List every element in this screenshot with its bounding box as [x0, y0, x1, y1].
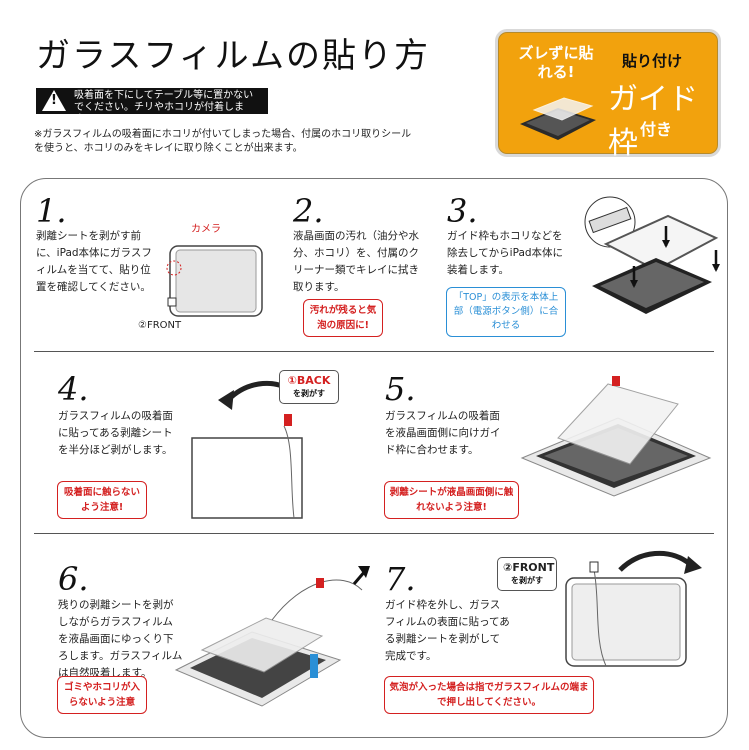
step-3-number: 3.	[447, 192, 478, 230]
step-1-text: 剥離シートを剥がす前に、iPad本体にガラスフィルムを当てて、貼り位置を確認して…	[36, 230, 152, 293]
camera-label: カメラ	[191, 224, 221, 235]
step-1-number: 1.	[36, 192, 67, 230]
badge-left-text: ズレずに貼れる!	[518, 44, 594, 81]
step-4-warning: 吸着面に触らないよう注意!	[57, 481, 147, 519]
warning-text: 吸着面を下にしてテーブル等に置かないでください。チリやホコリが付着します。	[74, 90, 254, 125]
step-5-number: 5.	[385, 370, 416, 408]
front-callout: ②FRONT を剥がす	[497, 557, 557, 591]
guide-frame-badge: ズレずに貼れる! 貼り付け ガイド枠 付き	[495, 29, 721, 161]
front-callout-main: ②FRONT	[503, 561, 555, 574]
step-5-warning: 剥離シートが液晶画面側に触れないよう注意!	[384, 481, 519, 519]
step-3-illustration	[584, 196, 720, 314]
step-5-illustration	[520, 376, 712, 497]
step-1-illustration	[166, 245, 263, 317]
step-4-text: ガラスフィルムの吸着面に貼ってある剥離シートを半分ほど剥がします。	[58, 410, 173, 456]
step-7-illustration	[565, 550, 702, 667]
front-label: ②FRONT	[138, 320, 182, 331]
page-title: ガラスフィルムの貼り方	[36, 36, 430, 76]
step-6-illustration	[174, 566, 370, 707]
step-2-warning: 汚れが残ると気泡の原因に!	[303, 299, 383, 337]
warning-icon: !	[42, 90, 66, 111]
step-5-text: ガラスフィルムの吸着面を液晶画面側に向けガイド枠に合わせます。	[385, 410, 501, 456]
badge-top-text: 貼り付け	[622, 52, 683, 70]
front-callout-sub: を剥がす	[511, 576, 543, 585]
back-callout: ①BACK を剥がす	[279, 370, 339, 404]
row-divider	[34, 351, 714, 352]
badge-main-text: ガイド枠	[608, 82, 698, 161]
warning-banner: ! 吸着面を下にしてテーブル等に置かないでください。チリやホコリが付着します。	[36, 88, 268, 125]
step-4-illustration	[191, 380, 303, 519]
badge-bottom-text: 付き	[640, 120, 673, 139]
step-2-text: 液晶画面の汚れ（油分や水分、ホコリ）を、付属のクリーナー類でキレイに拭き取ります…	[293, 230, 419, 293]
back-callout-main: ①BACK	[287, 374, 331, 387]
step-7-number: 7.	[385, 560, 416, 598]
step-2-number: 2.	[293, 192, 324, 230]
row-divider	[34, 533, 714, 534]
step-3-info: 「TOP」の表示を本体上部（電源ボタン側）に合わせる	[446, 287, 566, 337]
step-6-text: 残りの剥離シートを剥がしながらガラスフィルムを液晶画面にゆっくり下ろします。ガラ…	[58, 599, 183, 679]
step-6-warning: ゴミやホコリが入らないよう注意	[57, 676, 147, 714]
step-4-number: 4.	[58, 370, 89, 408]
step-6-number: 6.	[58, 560, 89, 598]
steps-panel	[20, 178, 728, 738]
step-3-text: ガイド枠もホコリなどを除去してからiPad本体に装着します。	[447, 230, 564, 276]
back-callout-sub: を剥がす	[293, 389, 325, 398]
step-7-warning: 気泡が入った場合は指でガラスフィルムの端まで押し出してください。	[384, 676, 594, 714]
dust-note: ※ガラスフィルムの吸着面にホコリが付いてしまった場合、付属のホコリ取りシールを使…	[34, 129, 412, 154]
tablet-frame-illustration	[520, 97, 596, 140]
step-7-text: ガイド枠を外し、ガラスフィルムの表面に貼ってある剥離シートを剥がして完成です。	[385, 599, 510, 662]
